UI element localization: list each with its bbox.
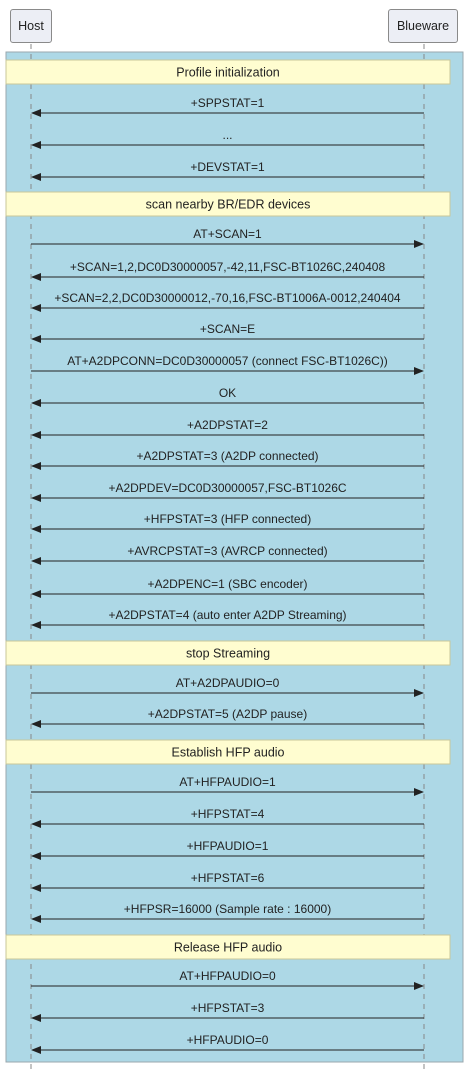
message-label: +A2DPSTAT=2 bbox=[187, 418, 268, 432]
participant-blueware: Blueware bbox=[388, 9, 458, 43]
message-label: +A2DPSTAT=4 (auto enter A2DP Streaming) bbox=[108, 608, 346, 622]
message-label: +A2DPSTAT=3 (A2DP connected) bbox=[136, 449, 318, 463]
message-label: +A2DPDEV=DC0D30000057,FSC-BT1026C bbox=[108, 481, 346, 495]
message-label: +SCAN=2,2,DC0D30000012,-70,16,FSC-BT1006… bbox=[54, 291, 401, 305]
message-label: ... bbox=[222, 128, 232, 142]
diagram-background bbox=[5, 51, 464, 1063]
message-label: +DEVSTAT=1 bbox=[190, 160, 265, 174]
message-label: +HFPSTAT=4 bbox=[191, 807, 265, 821]
section-label: scan nearby BR/EDR devices bbox=[146, 198, 311, 212]
message-label: +SCAN=1,2,DC0D30000057,-42,11,FSC-BT1026… bbox=[70, 260, 386, 274]
section-label: Establish HFP audio bbox=[171, 746, 284, 760]
section-band bbox=[5, 191, 451, 217]
message-label: AT+A2DPCONN=DC0D30000057 (connect FSC-BT… bbox=[67, 354, 388, 368]
message-label: AT+HFPAUDIO=0 bbox=[179, 969, 276, 983]
message-label: +HFPSTAT=3 bbox=[191, 1001, 265, 1015]
section-label: stop Streaming bbox=[186, 647, 270, 661]
message-label: +HFPSR=16000 (Sample rate : 16000) bbox=[124, 902, 331, 916]
section-band bbox=[5, 934, 451, 960]
message-label: AT+HFPAUDIO=1 bbox=[179, 775, 276, 789]
message-label: +SCAN=E bbox=[200, 322, 255, 336]
participant-host: Host bbox=[10, 9, 52, 43]
message-label: +HFPAUDIO=0 bbox=[187, 1033, 269, 1047]
message-label: +HFPAUDIO=1 bbox=[187, 839, 269, 853]
message-label: AT+A2DPAUDIO=0 bbox=[176, 676, 280, 690]
message-label: +HFPSTAT=3 (HFP connected) bbox=[144, 512, 311, 526]
message-label: +SPPSTAT=1 bbox=[191, 96, 265, 110]
section-band bbox=[5, 59, 451, 85]
message-label: OK bbox=[219, 386, 236, 400]
message-label: AT+SCAN=1 bbox=[193, 227, 262, 241]
section-band bbox=[5, 640, 451, 666]
section-band bbox=[5, 739, 451, 765]
message-label: +AVRCPSTAT=3 (AVRCP connected) bbox=[127, 544, 327, 558]
message-label: +A2DPENC=1 (SBC encoder) bbox=[147, 577, 307, 591]
section-label: Release HFP audio bbox=[174, 941, 282, 955]
message-label: +A2DPSTAT=5 (A2DP pause) bbox=[148, 707, 307, 721]
section-label: Profile initialization bbox=[176, 66, 280, 80]
message-label: +HFPSTAT=6 bbox=[191, 871, 265, 885]
